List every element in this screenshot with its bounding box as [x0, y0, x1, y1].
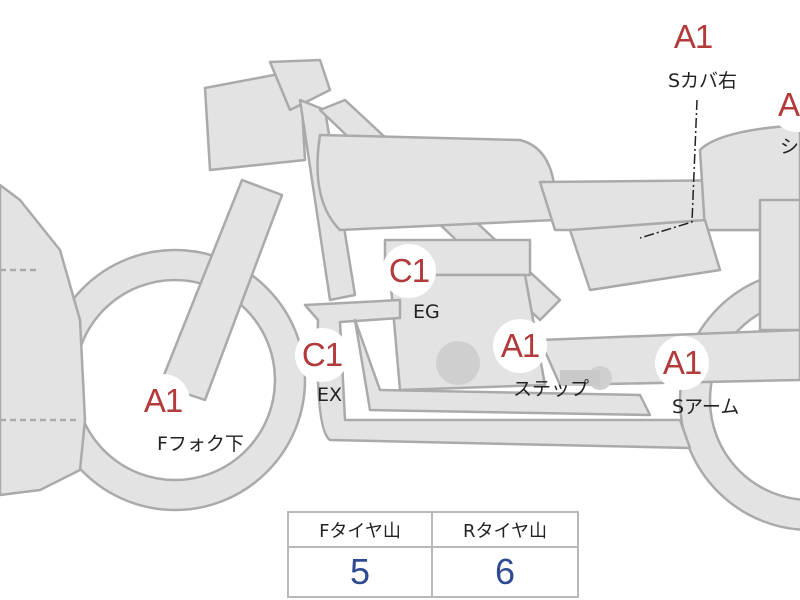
label-ex: EX: [317, 384, 343, 406]
engine-cover-circle: [436, 341, 480, 385]
badge-s-cover-right: A1: [666, 10, 720, 64]
badge-front-fork-lower: A1: [136, 374, 190, 428]
front-tire-header: Fタイヤ山: [289, 513, 433, 548]
rear-tire-header: Rタイヤ山: [433, 513, 577, 548]
front-tire-value: 5: [289, 548, 433, 596]
tire-tread-table: Fタイヤ山 Rタイヤ山 5 6: [287, 511, 579, 598]
badge-swing-arm: A1: [655, 336, 709, 390]
headlight: [203, 68, 307, 172]
label-swing-arm: Sアーム: [672, 396, 740, 418]
label-s-cover-right: Sカバ右: [668, 70, 738, 92]
rear-wheel: [680, 270, 800, 530]
side-cover: [568, 218, 722, 292]
label-seat: シ: [780, 136, 800, 158]
rear-tire-value: 6: [494, 551, 516, 592]
badge-step: A1: [493, 319, 547, 373]
label-step: ステップ: [513, 378, 590, 400]
badge-ex: C1: [295, 328, 349, 382]
fuel-tank: [316, 133, 557, 232]
front-fairing: [0, 183, 87, 497]
label-eg: EG: [413, 301, 440, 323]
badge-eg: C1: [382, 244, 436, 298]
label-front-fork-lower: Fフォク下: [157, 433, 244, 455]
front-fork: [158, 178, 284, 402]
leader-line: [639, 99, 698, 239]
